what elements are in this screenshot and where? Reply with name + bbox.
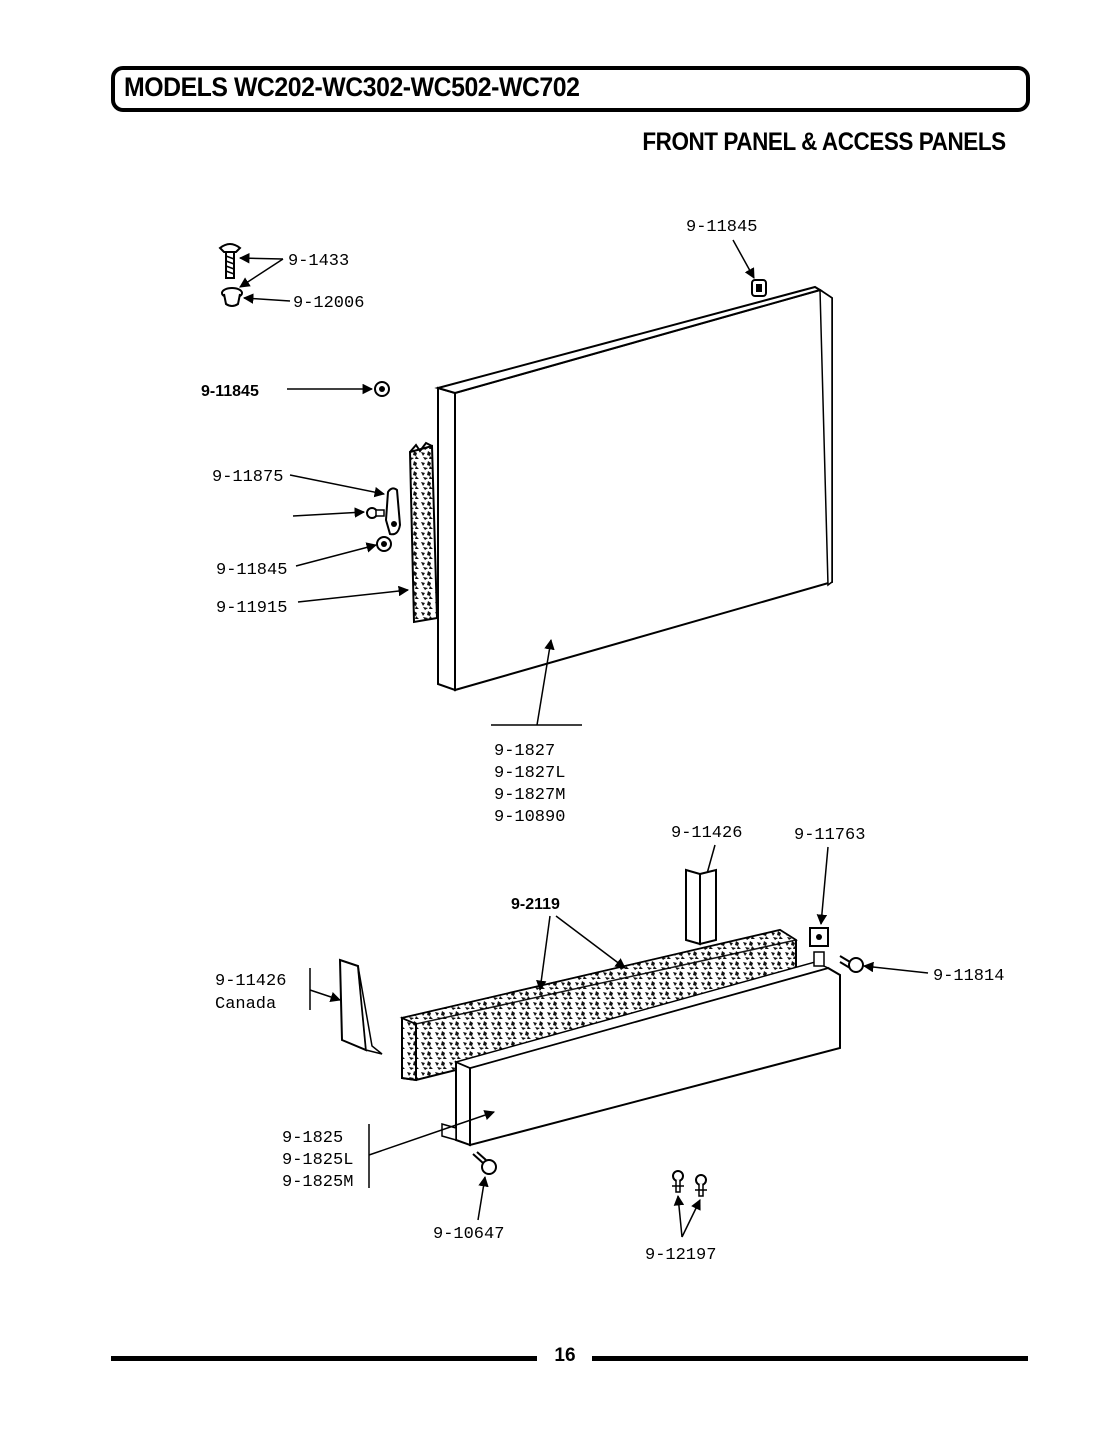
label-strip: 9-11915: [216, 599, 287, 618]
label-clip-top-right: 9-11845: [686, 218, 757, 237]
label-screw-bottom: 9-10647: [433, 1225, 504, 1244]
label-front-panel-1: 9-1827: [494, 742, 555, 761]
screw-icon: [672, 1170, 684, 1193]
label-canada-bracket-1: 9-11426: [215, 972, 286, 991]
clip-icon: [751, 279, 767, 297]
label-screw-top: 9-1433: [288, 252, 349, 271]
cap-icon: [221, 287, 243, 307]
label-front-panel-2: 9-1827L: [494, 764, 565, 783]
label-screw-right: 9-11814: [933, 967, 1004, 986]
clip-icon: [376, 536, 392, 552]
screw-icon: [366, 507, 385, 519]
front-panel: [434, 285, 833, 692]
insulation-block: [399, 928, 798, 1082]
label-access-panel-1: 9-1825: [282, 1129, 343, 1148]
screw-icon: [218, 243, 242, 279]
label-clip-square: 9-11763: [794, 826, 865, 845]
label-front-panel-4: 9-10890: [494, 808, 565, 827]
label-access-panel-3: 9-1825M: [282, 1173, 353, 1192]
clip-icon: [374, 381, 390, 397]
footer-rule-right: [592, 1356, 1028, 1361]
label-access-right-bracket: 9-11426: [671, 824, 742, 843]
clip-square-icon: [809, 927, 829, 947]
label-clip-lower: 9-11845: [216, 561, 287, 580]
screw-icon: [695, 1174, 707, 1197]
access-bracket-right: [685, 868, 717, 946]
label-bracket: 9-11875: [212, 468, 283, 487]
label-screws-pair: 9-12197: [645, 1246, 716, 1265]
label-canada-bracket-2: Canada: [215, 995, 276, 1014]
label-clip-left: 9-11845: [201, 383, 259, 400]
bracket-icon: [384, 487, 402, 536]
label-front-panel-3: 9-1827M: [494, 786, 565, 805]
gasket-strip: [408, 441, 439, 624]
access-bracket-canada: [338, 958, 383, 1055]
label-cap: 9-12006: [293, 294, 364, 313]
screw-icon: [472, 1151, 497, 1175]
section-title: FRONT PANEL & ACCESS PANELS: [642, 128, 1007, 156]
header-frame: [111, 66, 1030, 112]
page-number: 16: [554, 1345, 576, 1366]
footer-rule-left: [111, 1356, 537, 1361]
screw-icon: [839, 955, 864, 973]
label-insulation: 9-2119: [511, 896, 560, 913]
page-title: MODELS WC202-WC302-WC502-WC702: [124, 72, 580, 102]
label-access-panel-2: 9-1825L: [282, 1151, 353, 1170]
